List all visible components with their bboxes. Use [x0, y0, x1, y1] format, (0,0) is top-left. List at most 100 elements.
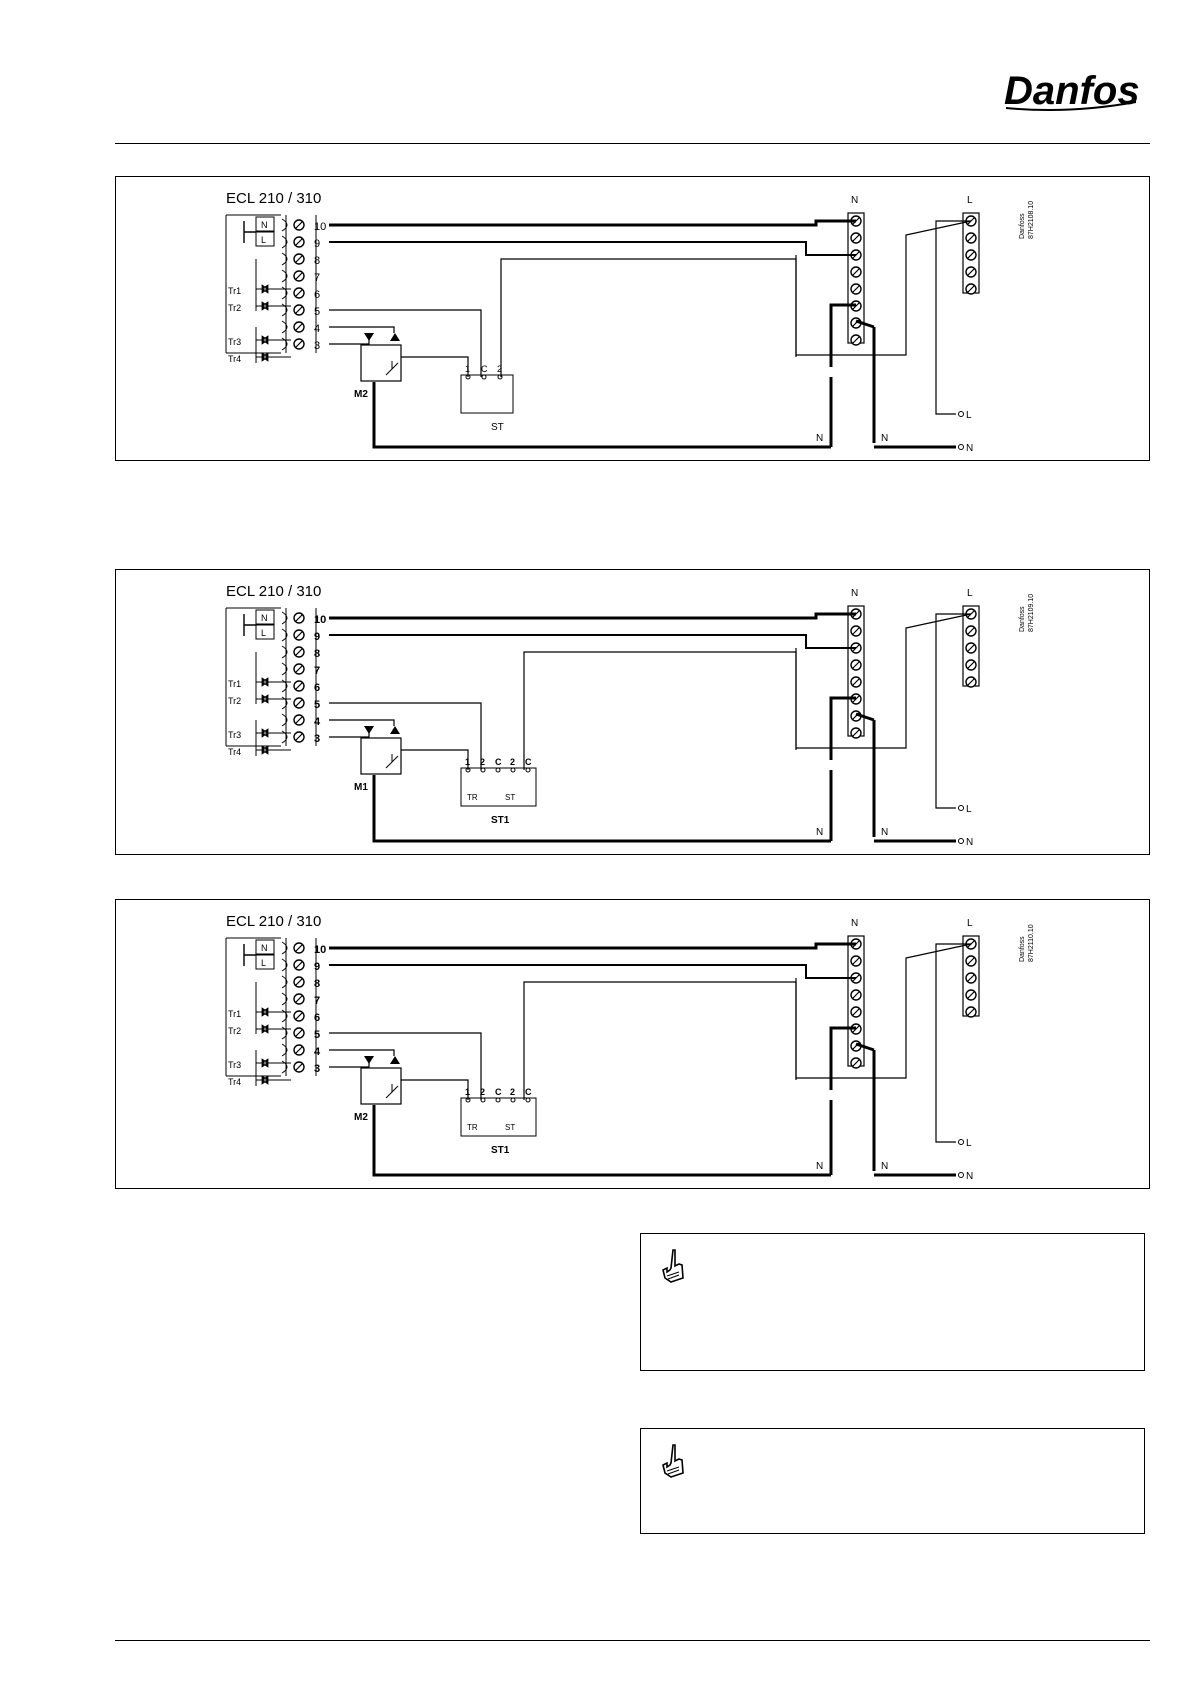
- wire-terminal-10: [329, 612, 856, 620]
- terminal-screw-5-slot: [295, 699, 303, 707]
- wire-l-out: [935, 613, 971, 809]
- ctrl-l-box: [255, 231, 275, 247]
- terminal-label-10: 10: [314, 614, 326, 626]
- terminal-screw-8-slot: [295, 978, 303, 986]
- neutral-return-left: [372, 1105, 831, 1177]
- terminal-screw-7-slot: [295, 272, 303, 280]
- n-bus-screw-5-slot: [852, 285, 860, 293]
- terminal-label-8: 8: [314, 648, 320, 660]
- motor-label: M2: [354, 389, 368, 400]
- n-bus-screw-5-slot: [852, 1008, 860, 1016]
- terminal-bracket-4: [281, 713, 288, 727]
- neutral-return-left: [372, 382, 831, 449]
- switch-sublabel-2: ST: [505, 793, 515, 802]
- terminal-bracket-4: [281, 1043, 288, 1057]
- svg-text:Danfoss: Danfoss: [1004, 69, 1140, 113]
- wire-terminal-10: [329, 942, 856, 950]
- n-bus-tail-left: [829, 1026, 856, 1090]
- break-label-left: N: [816, 1161, 823, 1172]
- wire-switch-to-bus: [500, 258, 797, 377]
- break-label-left: N: [816, 433, 823, 444]
- terminal-label-7: 7: [314, 665, 320, 677]
- terminal-screw-6-slot: [295, 682, 303, 690]
- switch-label: ST: [491, 422, 504, 433]
- terminal-label-4: 4: [314, 1046, 321, 1058]
- triac-label-4: Tr4: [228, 354, 241, 364]
- n-bus-screw-2-slot: [852, 627, 860, 635]
- terminal-label-9: 9: [314, 238, 320, 250]
- terminal-bracket-3: [281, 337, 288, 351]
- terminal-screw-3-slot: [295, 340, 303, 348]
- terminal-bracket-10: [281, 218, 288, 232]
- wire-terminal-9: [329, 634, 856, 649]
- n-bus-tail: [855, 1042, 875, 1052]
- n-bus-screw-4-slot: [852, 991, 860, 999]
- ctrl-n-label: N: [261, 220, 268, 230]
- terminal-screw-4-slot: [295, 323, 303, 331]
- terminal-bracket-9: [281, 628, 288, 642]
- terminal-bracket-6: [281, 1009, 288, 1023]
- contact-label-3: 2: [497, 364, 502, 374]
- break-label-right: N: [881, 1161, 888, 1172]
- triac-label-4: Tr4: [228, 1077, 241, 1087]
- ctrl-l-label: L: [261, 235, 266, 245]
- ctrl-n-box: [255, 939, 275, 955]
- contact-point-3: [495, 1097, 501, 1103]
- footer-rule: [115, 1640, 1150, 1641]
- terminal-screw-4-slot: [295, 716, 303, 724]
- terminal-bracket-8: [281, 975, 288, 989]
- break-label-right: N: [881, 827, 888, 838]
- wire-terminal-9: [329, 241, 856, 256]
- terminal-bracket-5: [281, 1026, 288, 1040]
- wire-l-feed: [795, 613, 972, 749]
- n-bus-screw-8-slot: [852, 729, 860, 737]
- n-bus-screw-4-slot: [852, 661, 860, 669]
- terminal-bracket-4: [281, 320, 288, 334]
- ref-maker: Danfoss: [1019, 936, 1026, 962]
- terminal-screw-8-slot: [295, 255, 303, 263]
- n-bus-label: N: [851, 195, 858, 206]
- break-label-right: N: [881, 433, 888, 444]
- switch-box: [460, 374, 514, 414]
- terminal-label-5: 5: [314, 1029, 320, 1041]
- terminal-label-3: 3: [314, 1063, 320, 1075]
- terminal-screw-4-slot: [295, 1046, 303, 1054]
- terminal-label-5: 5: [314, 699, 320, 711]
- contact-point-4: [510, 1097, 516, 1103]
- contact-label-5: C: [525, 1087, 532, 1097]
- terminal-bracket-5: [281, 303, 288, 317]
- triac-label-1: Tr1: [228, 679, 241, 689]
- terminal-screw-7-slot: [295, 995, 303, 1003]
- terminal-label-4: 4: [314, 323, 320, 335]
- terminal-bracket-6: [281, 679, 288, 693]
- switch-sublabel-1: TR: [467, 1123, 478, 1132]
- l-bus-screw-3-slot: [967, 974, 975, 982]
- terminal-label-3: 3: [314, 733, 320, 745]
- motor-box: [360, 1067, 402, 1105]
- contact-point-4: [510, 767, 516, 773]
- wire-l-out: [935, 220, 971, 415]
- terminal-label-6: 6: [314, 682, 320, 694]
- break-label-left: N: [816, 827, 823, 838]
- terminal-label-3: 3: [314, 340, 320, 352]
- pointing-hand-icon: [662, 1444, 684, 1478]
- switch-label: ST1: [491, 1145, 510, 1156]
- neutral-return-left: [372, 775, 831, 843]
- controller-housing: [225, 607, 281, 747]
- terminal-label-7: 7: [314, 995, 320, 1007]
- terminal-bracket-5: [281, 696, 288, 710]
- motor-symbol: [385, 1084, 399, 1099]
- contact-point-2: [481, 374, 487, 380]
- ctrl-l-box: [255, 624, 275, 640]
- l-bus-label: L: [967, 918, 973, 929]
- l-bus-label: L: [967, 588, 973, 599]
- out-n-label: N: [966, 443, 973, 454]
- terminal-label-10: 10: [314, 221, 326, 233]
- wire-terminal-4: [329, 1049, 395, 1056]
- terminal-screw-9-slot: [295, 631, 303, 639]
- motor-symbol: [385, 361, 399, 376]
- n-bus-screw-4-slot: [852, 268, 860, 276]
- n-bus-screw-8-slot: [852, 1059, 860, 1067]
- note-box-1: [640, 1233, 1145, 1371]
